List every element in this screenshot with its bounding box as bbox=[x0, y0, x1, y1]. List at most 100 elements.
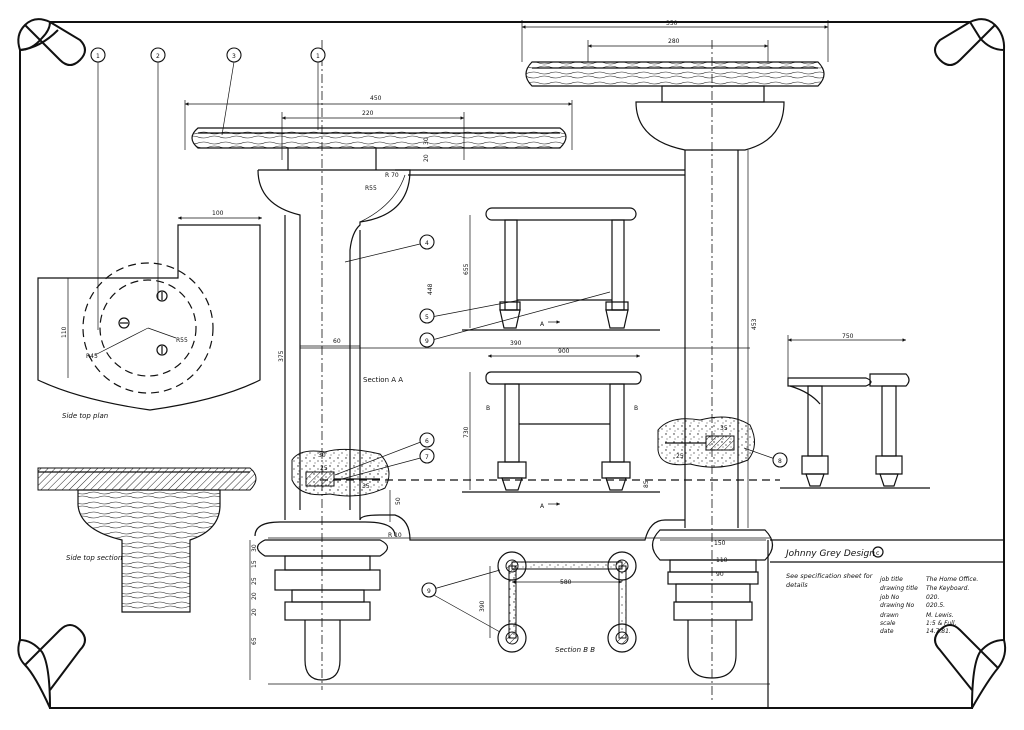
left-column-base: 30 15 25 20 20 65 R 10 50 bbox=[249, 490, 402, 681]
balloon-6: 6 bbox=[419, 432, 435, 448]
side-elevation-small: 655 448 A bbox=[427, 207, 660, 331]
svg-text:7: 7 bbox=[425, 454, 429, 461]
dim-60: 60 bbox=[333, 338, 341, 345]
view-label-side-top-plan: Side top plan bbox=[62, 412, 108, 420]
balloon-9b: 9 bbox=[421, 582, 437, 598]
dim-100: 100 bbox=[212, 210, 224, 217]
base-stack-65: 65 bbox=[251, 637, 258, 645]
corner-notch-bottom-left bbox=[17, 624, 86, 709]
field-value-drawing-no: 020.5. bbox=[926, 602, 945, 609]
view-label-section-bb: Section B B bbox=[555, 646, 595, 654]
balloon-8: 8 bbox=[772, 452, 788, 468]
base-stack-30: 30 bbox=[251, 544, 258, 552]
balloon-9a: 9 bbox=[419, 332, 435, 348]
svg-text:2: 2 bbox=[156, 53, 160, 60]
corner-notch-top-right bbox=[934, 18, 1006, 66]
dim-35b: 35 bbox=[720, 425, 728, 432]
field-value-scale: 1:5 & Full. bbox=[926, 620, 956, 627]
field-label-job-title: job title bbox=[879, 576, 903, 583]
field-value-drawing-title: The Keyboard. bbox=[926, 585, 969, 592]
view-label-side-top-section: Side top section bbox=[66, 554, 122, 562]
dim-900: 900 bbox=[558, 348, 570, 355]
leader-lines bbox=[97, 61, 779, 633]
balloon-7: 7 bbox=[419, 448, 435, 464]
field-label-drawn: drawn bbox=[880, 612, 899, 619]
dim-390-front: 390 bbox=[510, 340, 522, 347]
dim-453: 453 bbox=[751, 318, 758, 330]
dim-25: 25 bbox=[320, 465, 328, 472]
right-column-capital bbox=[635, 85, 785, 151]
dim-30: 30 bbox=[423, 137, 430, 145]
dim-150: 150 bbox=[714, 540, 726, 547]
title-fields: job title The Home Office. drawing title… bbox=[879, 576, 978, 635]
base-stack-25: 25 bbox=[251, 577, 258, 585]
field-value-job-no: 020. bbox=[926, 594, 939, 601]
dim-r55-plan: R55 bbox=[176, 337, 188, 344]
dim-390-bb: 390 bbox=[479, 600, 486, 612]
dim-r70: R 70 bbox=[385, 172, 399, 179]
dim-280: 280 bbox=[668, 38, 680, 45]
dim-750: 750 bbox=[842, 333, 854, 340]
dim-110: 110 bbox=[61, 326, 68, 338]
dim-220: 220 bbox=[362, 110, 374, 117]
svg-text:9: 9 bbox=[425, 338, 429, 345]
dim-20: 20 bbox=[423, 154, 430, 162]
base-stack-20a: 20 bbox=[251, 592, 258, 600]
spec-note-wrapper: See specification sheet for details bbox=[786, 572, 873, 589]
side-top-section: Side top section bbox=[37, 467, 257, 613]
svg-text:1: 1 bbox=[96, 53, 100, 60]
base-stack-20b: 20 bbox=[251, 608, 258, 616]
label-a-top: A bbox=[540, 321, 545, 328]
corner-notch-bottom-right bbox=[934, 624, 1007, 709]
balloon-2: 2 bbox=[150, 47, 166, 63]
dim-110b: 110 bbox=[716, 557, 728, 564]
company-name: Johnny Grey Design bbox=[784, 549, 875, 559]
dim-580: 580 bbox=[560, 579, 572, 586]
field-label-date: date bbox=[880, 628, 894, 635]
field-value-drawn: M. Lewis. bbox=[926, 612, 954, 619]
right-column-joint-detail: 35 25 bbox=[657, 416, 755, 468]
field-label-scale: scale bbox=[880, 620, 896, 627]
svg-text:9: 9 bbox=[427, 588, 431, 595]
right-column-shaft: 453 bbox=[684, 40, 758, 700]
balloon-4: 4 bbox=[419, 234, 435, 250]
dim-730: 730 bbox=[463, 426, 470, 438]
label-b-right: B bbox=[634, 405, 638, 412]
balloon-3: 3 bbox=[226, 47, 242, 63]
dim-375: 375 bbox=[278, 350, 285, 362]
field-label-drawing-title: drawing title bbox=[880, 585, 918, 592]
front-elevation-small: 900 390 730 85 B B A bbox=[462, 340, 660, 510]
field-value-date: 14.7.81. bbox=[926, 628, 951, 635]
svg-text:5: 5 bbox=[425, 314, 429, 321]
field-label-drawing-no: drawing No bbox=[880, 602, 915, 609]
copyright-mark: c bbox=[876, 550, 879, 557]
spec-note: See specification sheet for details bbox=[786, 572, 873, 589]
right-column-base: 150 110 90 bbox=[651, 529, 774, 679]
balloon-5: 5 bbox=[419, 308, 435, 324]
field-value-job-title: The Home Office. bbox=[926, 576, 978, 583]
view-label-section-aa: Section A A bbox=[363, 376, 403, 384]
svg-text:4: 4 bbox=[425, 240, 429, 247]
left-column-shaft: 375 60 Section A A bbox=[278, 40, 403, 690]
svg-text:1: 1 bbox=[316, 53, 320, 60]
dim-50: 50 bbox=[395, 497, 402, 505]
base-stack-15: 15 bbox=[251, 560, 258, 568]
balloon-1b: 1 bbox=[310, 47, 326, 63]
label-b-left: B bbox=[486, 405, 490, 412]
dim-350: 350 bbox=[666, 20, 678, 27]
svg-text:3: 3 bbox=[232, 53, 236, 60]
dim-90: 90 bbox=[716, 571, 724, 578]
svg-text:8: 8 bbox=[778, 458, 782, 465]
dim-85: 85 bbox=[643, 480, 650, 488]
dim-450: 450 bbox=[370, 95, 382, 102]
left-desk-top: 450 220 bbox=[184, 95, 573, 160]
svg-text:6: 6 bbox=[425, 438, 429, 445]
right-desk-top: 350 280 bbox=[521, 20, 829, 87]
center-rail bbox=[300, 169, 780, 541]
section-bb: 580 390 Section B B bbox=[479, 551, 637, 654]
dim-655: 655 bbox=[463, 263, 470, 275]
left-column-capital: R 70 R55 20 30 bbox=[257, 137, 430, 510]
dim-25b: 25 bbox=[676, 453, 684, 460]
dim-35: 35 bbox=[362, 483, 370, 490]
